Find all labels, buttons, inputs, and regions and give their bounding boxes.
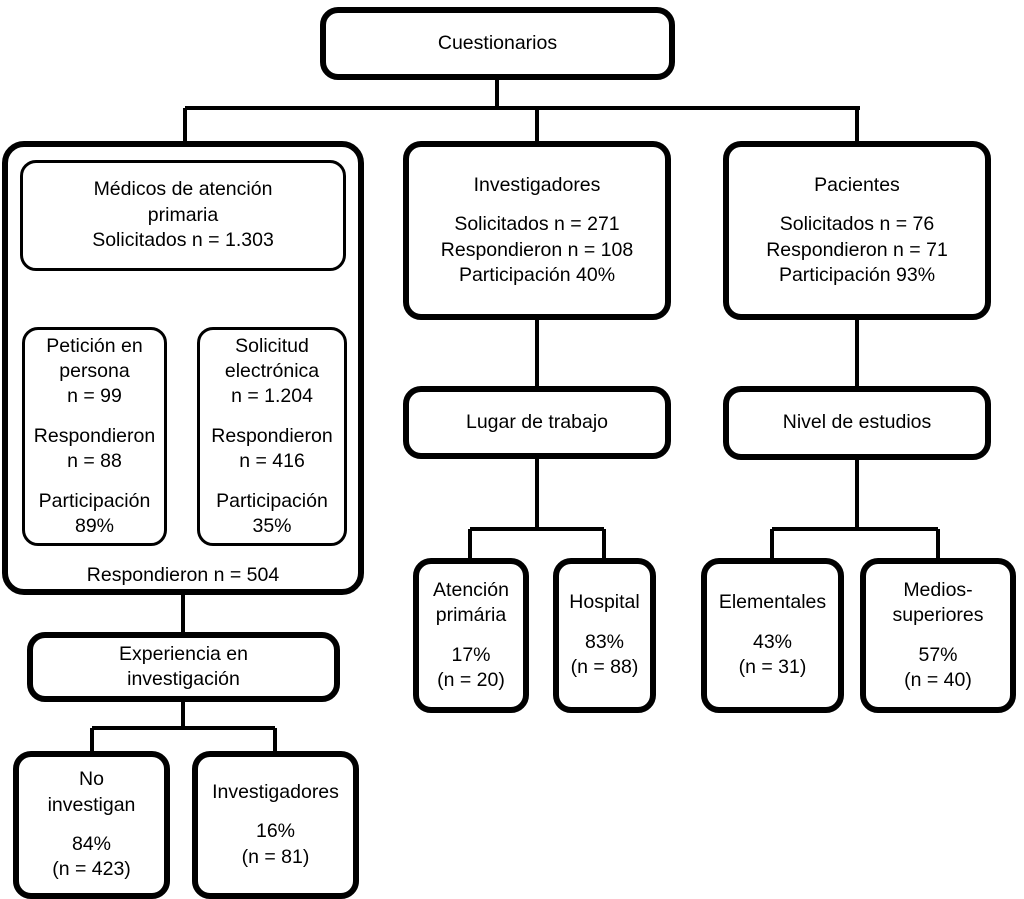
node-solicitud-title: Solicitud electrónica — [224, 334, 320, 383]
node-solicitud-n: n = 1.204 — [231, 385, 313, 408]
node-experiencia-label: Experiencia en investigación — [119, 642, 248, 690]
node-elementales-count: (n = 31) — [738, 656, 807, 679]
node-elementales-percent: 43% — [752, 630, 793, 653]
node-investigadores-responded: Respondieron n = 108 — [440, 238, 634, 261]
node-investigadores-participation: Participación 40% — [458, 263, 616, 286]
node-atencion-primaria[interactable]: Atención primária 17% (n = 20) — [413, 558, 529, 713]
node-physicians-requested: Solicitados n = 1.303 — [92, 229, 274, 252]
node-hospital-count: (n = 88) — [570, 656, 639, 679]
node-physicians-responded-total: Respondieron n = 504 — [2, 563, 364, 588]
node-lugar-label: Lugar de trabajo — [465, 410, 609, 433]
node-pacientes-summary[interactable]: Pacientes Solicitados n = 76 Respondiero… — [723, 141, 991, 320]
node-cuestionarios-label: Cuestionarios — [437, 31, 558, 54]
node-pacientes-responded: Respondieron n = 71 — [766, 238, 948, 261]
node-no-investigan-title: No investigan — [47, 768, 136, 816]
node-cuestionarios[interactable]: Cuestionarios — [320, 7, 675, 80]
node-peticion-responded-label: Respondieron — [33, 424, 156, 447]
node-experiencia-investigacion[interactable]: Experiencia en investigación — [27, 632, 340, 702]
node-solicitud-participation-label: Participación — [216, 489, 328, 512]
node-hospital[interactable]: Hospital 83% (n = 88) — [553, 558, 656, 713]
node-nivel-de-estudios[interactable]: Nivel de estudios — [723, 386, 991, 460]
node-lugar-de-trabajo[interactable]: Lugar de trabajo — [403, 386, 671, 459]
node-hospital-title: Hospital — [569, 591, 640, 614]
node-physicians-title: Médicos de atención primaria — [93, 178, 273, 226]
node-atencion-primaria-percent: 17% — [451, 643, 491, 666]
node-pacientes-requested: Solicitados n = 76 — [779, 213, 935, 236]
node-no-investigan[interactable]: No investigan 84% (n = 423) — [13, 751, 170, 899]
node-solicitud-responded-label: Respondieron — [211, 424, 333, 447]
node-solicitud-responded-n: n = 416 — [239, 450, 305, 473]
node-physicians-summary[interactable]: Médicos de atención primaria Solicitados… — [20, 160, 346, 271]
node-investigadores-leaf[interactable]: Investigadores 16% (n = 81) — [192, 751, 359, 899]
node-investigadores-leaf-count: (n = 81) — [241, 845, 310, 868]
node-investigadores-requested: Solicitados n = 271 — [454, 213, 620, 236]
physicians-responded-total-label: Respondieron n = 504 — [86, 564, 280, 586]
node-investigadores-leaf-title: Investigadores — [212, 780, 339, 803]
node-peticion-en-persona[interactable]: Petición en persona n = 99 Respondieron … — [22, 327, 167, 546]
node-peticion-participation-value: 89% — [74, 514, 115, 537]
node-no-investigan-percent: 84% — [71, 833, 112, 856]
node-solicitud-participation-value: 35% — [252, 514, 292, 537]
node-elementales-title: Elementales — [718, 591, 827, 614]
node-peticion-responded-n: n = 88 — [67, 450, 122, 473]
node-medios-superiores[interactable]: Medios- superiores 57% (n = 40) — [860, 558, 1016, 713]
node-medios-superiores-title: Medios- superiores — [892, 578, 984, 627]
node-medios-superiores-count: (n = 40) — [904, 668, 972, 691]
node-pacientes-title: Pacientes — [814, 173, 900, 196]
node-investigadores-title: Investigadores — [473, 173, 601, 196]
node-atencion-primaria-count: (n = 20) — [437, 668, 505, 691]
node-nivel-label: Nivel de estudios — [782, 411, 932, 434]
node-peticion-n: n = 99 — [67, 385, 122, 408]
node-elementales[interactable]: Elementales 43% (n = 31) — [701, 558, 844, 713]
node-no-investigan-count: (n = 423) — [52, 858, 131, 881]
node-solicitud-electronica[interactable]: Solicitud electrónica n = 1.204 Respondi… — [197, 327, 347, 546]
node-peticion-title: Petición en persona — [46, 334, 143, 383]
node-investigadores-leaf-percent: 16% — [255, 820, 296, 843]
node-medios-superiores-percent: 57% — [918, 643, 958, 666]
node-investigadores-summary[interactable]: Investigadores Solicitados n = 271 Respo… — [403, 141, 671, 320]
node-pacientes-participation: Participación 93% — [778, 263, 936, 286]
node-peticion-participation-label: Participación — [38, 489, 151, 512]
node-atencion-primaria-title: Atención primária — [433, 578, 509, 627]
node-hospital-percent: 83% — [584, 630, 625, 653]
